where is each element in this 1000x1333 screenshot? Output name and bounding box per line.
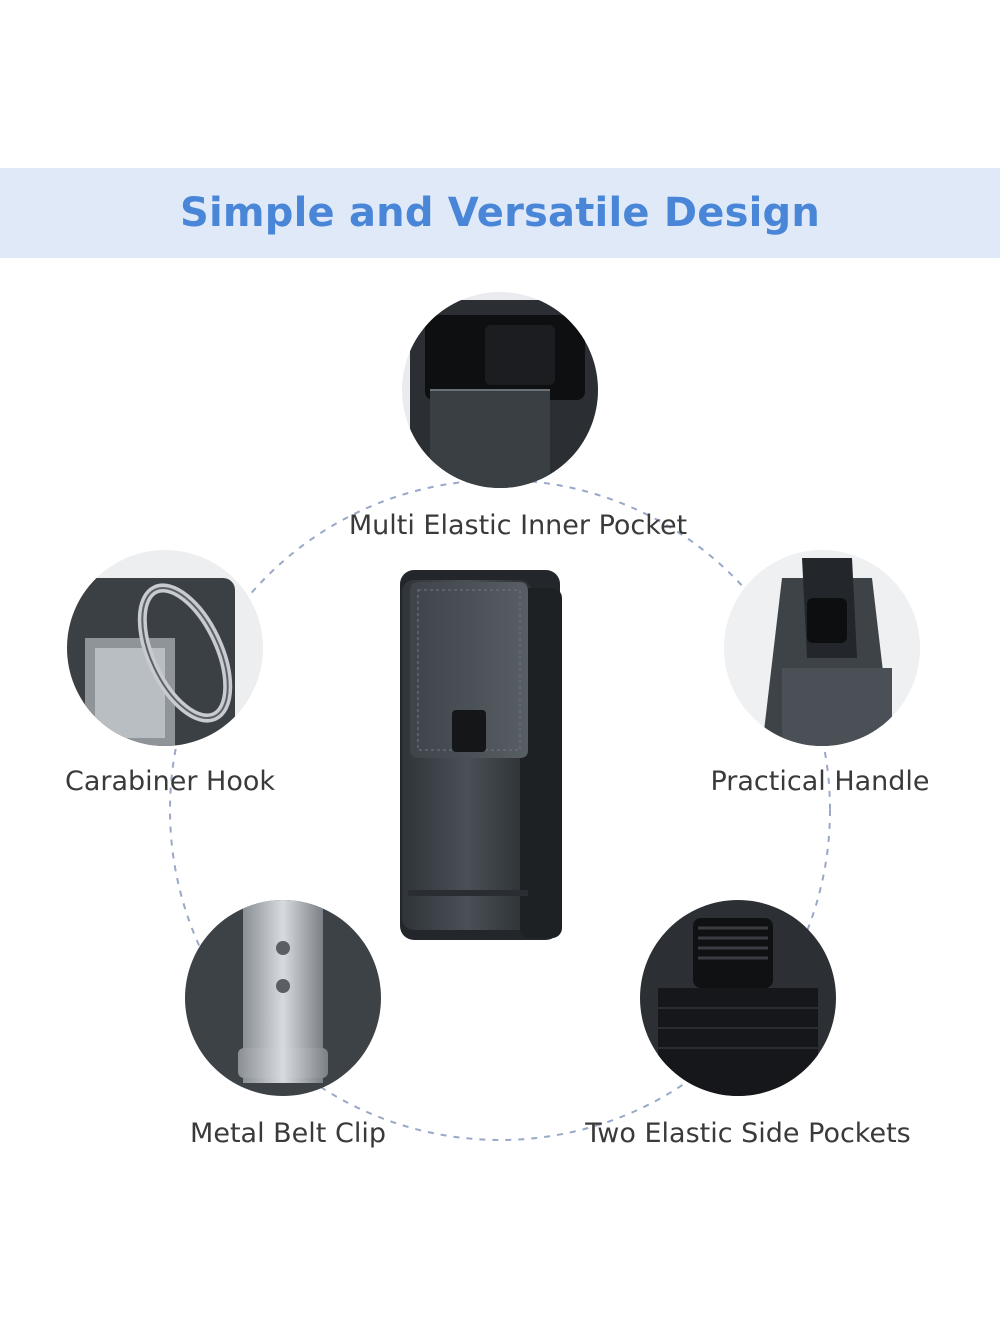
title-banner: Simple and Versatile Design xyxy=(0,168,1000,258)
page-title: Simple and Versatile Design xyxy=(179,190,820,236)
side-pockets-photo xyxy=(640,900,836,1096)
feature-label-belt-clip: Metal Belt Clip xyxy=(190,1118,386,1149)
belt-clip-photo xyxy=(185,900,381,1096)
feature-label-side-pockets: Two Elastic Side Pockets xyxy=(585,1118,911,1149)
feature-label-inner-pocket: Multi Elastic Inner Pocket xyxy=(348,510,688,541)
product-pouch-image xyxy=(400,570,562,940)
feature-label-handle: Practical Handle xyxy=(710,766,930,797)
handle-photo xyxy=(724,550,920,746)
carabiner-photo xyxy=(67,550,263,746)
feature-label-carabiner: Carabiner Hook xyxy=(64,766,276,797)
inner-pocket-photo xyxy=(402,292,598,488)
